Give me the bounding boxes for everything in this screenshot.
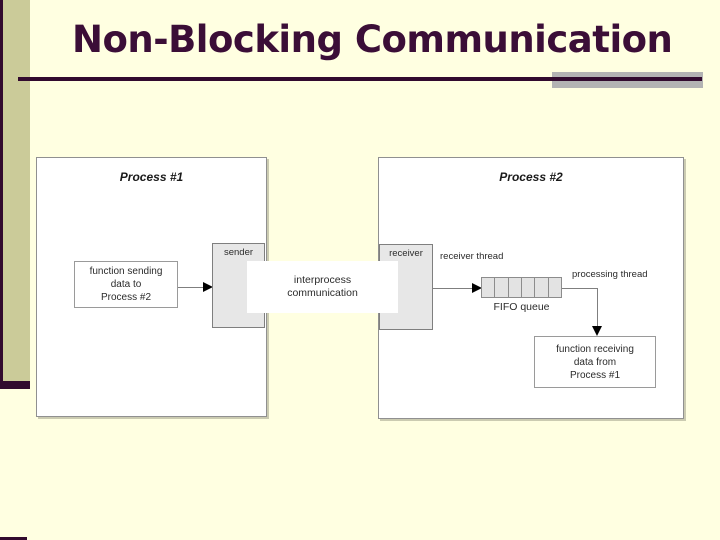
interprocess-line: communication [287, 287, 358, 299]
interprocess-line: interprocess [293, 274, 352, 286]
send-connector-line [178, 287, 206, 288]
send-function-box: function sending data to Process #2 [74, 261, 178, 308]
bottom-left-accent [0, 537, 27, 540]
process1-panel: Process #1 function sending data to Proc… [36, 157, 267, 417]
process1-title: Process #1 [119, 170, 184, 184]
fifo-cell [547, 278, 561, 297]
slide-title: Non-Blocking Communication [72, 18, 673, 61]
process2-title: Process #2 [499, 170, 563, 184]
receiver-label: receiver [389, 248, 423, 259]
processing-connector-line-horizontal [562, 288, 598, 289]
left-accent-band [0, 0, 30, 381]
fifo-queue-label: FIFO queue [493, 301, 550, 313]
receiver-thread-label: receiver thread [440, 251, 504, 262]
send-arrowhead-icon [203, 282, 213, 292]
processing-thread-label: processing thread [572, 269, 648, 280]
receiver-arrowhead-icon [472, 283, 482, 293]
fifo-cell [534, 278, 547, 297]
receiver-connector-line [433, 288, 474, 289]
fifo-queue [481, 277, 562, 298]
left-accent-edge-line [0, 0, 3, 389]
sender-label: sender [223, 247, 254, 258]
send-function-line: function sending [89, 266, 163, 277]
receive-function-line: Process #1 [569, 369, 621, 381]
left-accent-cap [0, 381, 30, 389]
fifo-cell [482, 278, 494, 297]
title-underline [18, 77, 702, 81]
receive-function-box: function receiving data from Process #1 [534, 336, 656, 388]
interprocess-communication-box: interprocess communication [247, 261, 398, 313]
processing-arrowhead-icon [592, 326, 602, 336]
receive-function-line: function receiving [556, 343, 634, 355]
receive-function-line: data from [573, 356, 617, 368]
process2-panel: Process #2 receiver receiver thread FIFO… [378, 157, 684, 419]
fifo-cell [507, 278, 521, 297]
fifo-cell [494, 278, 507, 297]
fifo-cell [520, 278, 534, 297]
send-function-line: data to [110, 279, 142, 290]
send-function-line: Process #2 [100, 292, 152, 303]
processing-connector-line-vertical [597, 288, 598, 327]
